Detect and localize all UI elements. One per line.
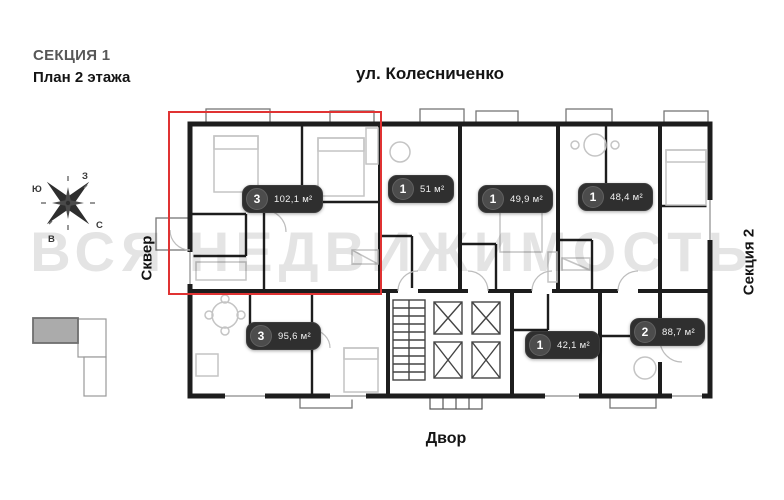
stairwell [392,299,426,381]
compass-label-east: В [48,234,55,245]
apartment-badge-102-1[interactable]: 3 102,1 м² [242,185,323,213]
room-count-badge: 1 [529,334,551,356]
windows [186,200,714,400]
room-count-badge: 3 [250,325,272,347]
next-section-label: Секция 2 [740,228,758,296]
area-label: 51 м² [420,183,445,195]
room-count-badge: 3 [246,188,268,210]
section-title: СЕКЦИЯ 1 [33,47,111,64]
compass-rose-icon: Ю З С В [32,171,103,245]
furniture [195,127,707,393]
keyplan-section-2 [77,318,107,358]
elevator-shafts [433,301,501,379]
apartment-badge-42-1[interactable]: 1 42,1 м² [525,331,600,359]
area-label: 42,1 м² [557,339,590,351]
park-label: Сквер [138,235,156,281]
courtyard-label: Двор [425,430,467,447]
apartment-badge-51[interactable]: 1 51 м² [388,175,455,203]
area-label: 95,6 м² [278,330,311,342]
keyplan-section-3 [83,356,107,397]
outer-walls [187,121,713,399]
building-keyplan [32,317,107,397]
keyplan-current-section [32,317,79,344]
apartment-badge-48-4[interactable]: 1 48,4 м² [578,183,653,211]
apartment-badge-49-9[interactable]: 1 49,9 м² [478,185,553,213]
area-label: 48,4 м² [610,191,643,203]
area-label: 102,1 м² [274,193,313,205]
room-count-badge: 1 [482,188,504,210]
compass-label-south: Ю [32,184,42,195]
room-count-badge: 2 [634,321,656,343]
selected-apartment-highlight [168,111,382,295]
apartment-badge-88-7[interactable]: 2 88,7 м² [630,318,705,346]
street-label: ул. Колесниченко [355,64,505,83]
apartment-badge-95-6[interactable]: 3 95,6 м² [246,322,321,350]
door-arcs [169,209,683,363]
compass-label-west: З [82,171,88,182]
floor-title: План 2 этажа [33,69,131,86]
floorplan-body [155,108,714,410]
area-label: 49,9 м² [510,193,543,205]
area-label: 88,7 м² [662,326,695,338]
page-header: СЕКЦИЯ 1 План 2 этажа [33,47,130,86]
room-count-badge: 1 [392,178,414,200]
compass-label-north: С [96,220,103,231]
room-count-badge: 1 [582,186,604,208]
